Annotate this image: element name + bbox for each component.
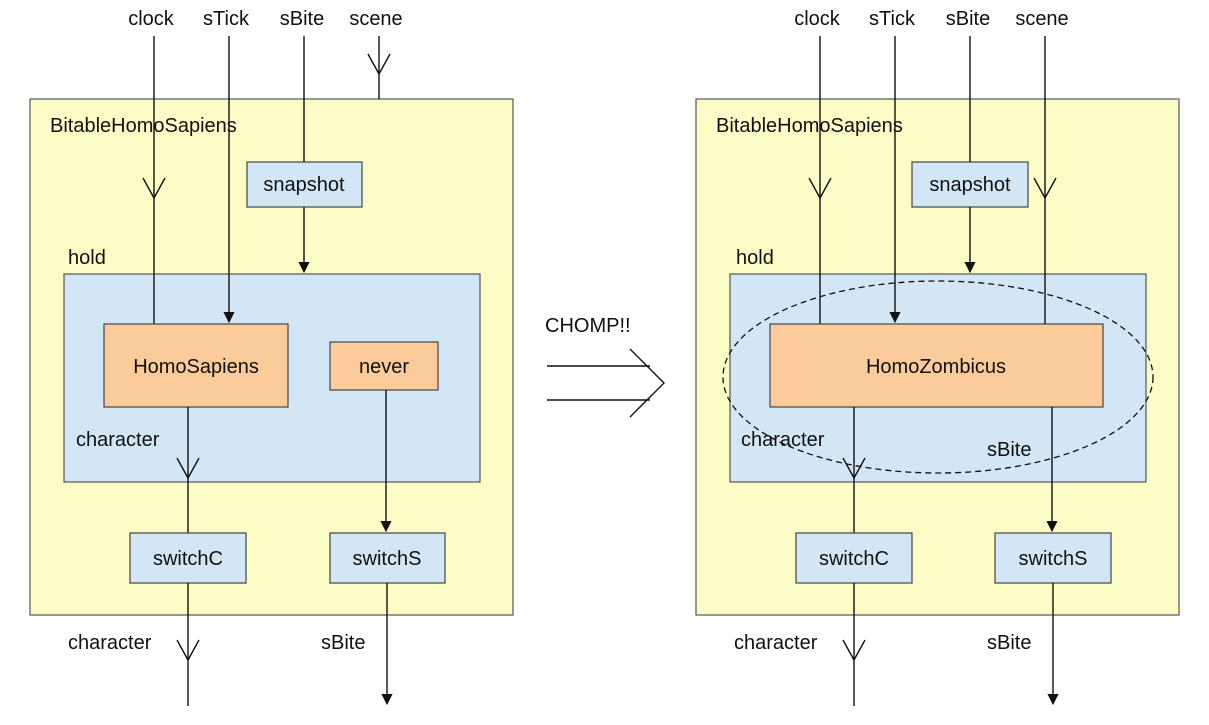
right-switchc-label: switchC bbox=[819, 548, 889, 570]
left-switchc-label: switchC bbox=[153, 548, 223, 570]
left-homosapiens-label: HomoSapiens bbox=[133, 356, 259, 378]
right-title: BitableHomoSapiens bbox=[716, 115, 903, 137]
left-clock-cell-head bbox=[142, 177, 166, 200]
left-out-character-cell-head bbox=[176, 639, 200, 662]
chomp-transition: CHOMP!! bbox=[545, 315, 665, 418]
right-snapshot-label: snapshot bbox=[929, 174, 1011, 196]
right-snapshot-box bbox=[911, 161, 1029, 208]
left-snapshot-box bbox=[246, 161, 363, 208]
right-homozombicus-label: HomoZombicus bbox=[866, 356, 1006, 378]
chomp-label: CHOMP!! bbox=[545, 315, 631, 337]
left-input-stick: sTick bbox=[203, 8, 250, 30]
right-input-sbite: sBite bbox=[946, 8, 990, 30]
left-out-sbite-label: sBite bbox=[321, 632, 365, 654]
left-never-label: never bbox=[359, 356, 409, 378]
left-input-scene: scene bbox=[349, 8, 402, 30]
left-hold-label: hold bbox=[68, 247, 106, 269]
left-switchs-label: switchS bbox=[353, 548, 422, 570]
left-homosapiens-box bbox=[103, 323, 289, 408]
right-character-cell-head bbox=[842, 457, 866, 480]
right-input-clock: clock bbox=[794, 8, 841, 30]
left-input-clock: clock bbox=[128, 8, 175, 30]
right-hold-label: hold bbox=[736, 247, 774, 269]
right-scene-stream-head bbox=[1033, 177, 1057, 200]
right-input-stick: sTick bbox=[869, 8, 916, 30]
right-zombie-dashed-ellipse bbox=[722, 280, 1154, 474]
left-scene-stream-head bbox=[367, 53, 391, 76]
right-sbite-label: sBite bbox=[987, 439, 1031, 461]
right-switchc-box bbox=[795, 532, 913, 584]
right-switchs-box bbox=[994, 532, 1112, 584]
right-switchs-label: switchS bbox=[1019, 548, 1088, 570]
right-out-sbite-label: sBite bbox=[987, 632, 1031, 654]
right-homozombicus-box bbox=[769, 323, 1104, 408]
left-out-character-label: character bbox=[68, 632, 152, 654]
double-arrow-head-icon bbox=[629, 348, 665, 418]
left-diagram: BitableHomoSapiens clock sTick sBite sce… bbox=[29, 8, 514, 706]
left-title: BitableHomoSapiens bbox=[50, 115, 237, 137]
left-character-label: character bbox=[76, 429, 160, 451]
right-diagram: BitableHomoSapiens clock sTick sBite sce… bbox=[695, 8, 1180, 706]
right-out-character-cell-head bbox=[842, 639, 866, 662]
left-snapshot-label: snapshot bbox=[263, 174, 345, 196]
right-input-scene: scene bbox=[1015, 8, 1068, 30]
left-never-box bbox=[329, 341, 439, 391]
left-character-cell-head bbox=[176, 457, 200, 480]
right-out-character-label: character bbox=[734, 632, 818, 654]
right-character-label: character bbox=[741, 429, 825, 451]
right-clock-cell-head bbox=[808, 177, 832, 200]
left-input-sbite: sBite bbox=[280, 8, 324, 30]
left-switchs-box bbox=[329, 532, 446, 584]
